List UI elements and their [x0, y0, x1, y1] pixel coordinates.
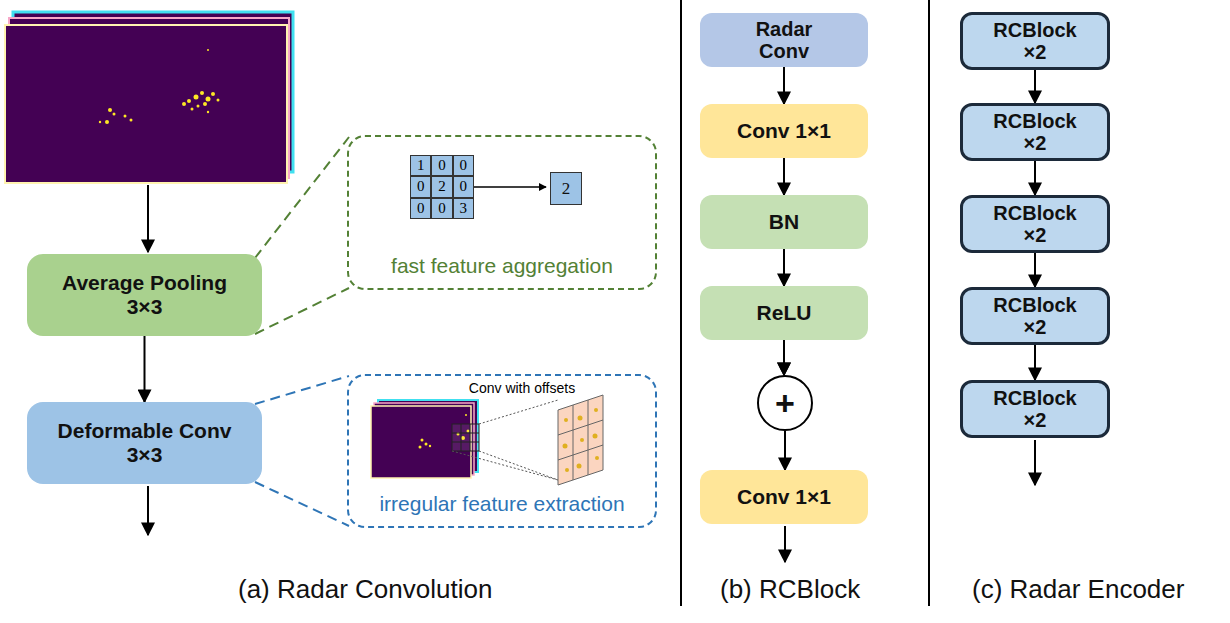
callout-box: fast feature aggregation 2	[347, 135, 657, 290]
matrix-cell: 0	[431, 198, 452, 219]
callout-note: Conv with offsets	[389, 380, 655, 396]
leader-line	[255, 137, 349, 526]
rcblock-box: RCBlock ×2	[960, 195, 1110, 253]
panel-caption: (c) Radar Encoder	[972, 574, 1184, 605]
flow-arrow	[147, 486, 149, 535]
box-label: BN	[769, 210, 799, 234]
matrix-cell: 0	[431, 155, 452, 176]
box-label: 2	[562, 179, 571, 198]
box-label: RCBlock ×2	[988, 202, 1083, 247]
box-label: RCBlock ×2	[988, 110, 1083, 155]
flow-arrow	[784, 526, 786, 562]
flow-arrow	[1034, 345, 1036, 380]
box-label: Radar Conv	[734, 18, 834, 63]
callout-caption: fast feature aggregation	[349, 254, 655, 278]
rcblock-box: RCBlock ×2	[960, 380, 1110, 438]
conv-box: Conv 1×1	[700, 470, 868, 524]
matrix-cell: 0	[410, 198, 431, 219]
matrix-cell: 2	[431, 176, 452, 197]
matrix-cell: 1	[410, 155, 431, 176]
box-label: RCBlock ×2	[988, 19, 1083, 64]
panel-caption: (b) RCBlock	[720, 574, 860, 605]
matrix-cell: 0	[453, 176, 474, 197]
matrix-cell: 0	[453, 155, 474, 176]
bn-box: BN	[700, 195, 868, 249]
pooling-box: Average Pooling 3×3	[27, 254, 262, 336]
box-label: RCBlock ×2	[988, 294, 1083, 339]
relu-box: ReLU	[700, 286, 868, 340]
radar-feature-map	[5, 12, 293, 183]
flow-arrow	[144, 336, 146, 402]
pool-arrow	[474, 186, 546, 188]
callout-caption: irregular feature extraction	[349, 492, 655, 516]
flow-arrow	[784, 431, 786, 470]
matrix-cell: 0	[410, 176, 431, 197]
output-cell: 2	[550, 172, 582, 205]
rcblock-box: RCBlock ×2	[960, 287, 1110, 345]
conv-box: Conv 1×1	[700, 104, 868, 158]
callout-box: Conv with offsets irregular feature extra…	[347, 374, 657, 528]
divider	[680, 0, 682, 606]
deformable-box: Deformable Conv 3×3	[27, 402, 262, 484]
rcblock-box: RCBlock ×2	[960, 12, 1110, 70]
box-label: +	[775, 384, 795, 422]
divider	[928, 0, 930, 606]
box-label: RCBlock ×2	[988, 387, 1083, 432]
rcblock-box: RCBlock ×2	[960, 103, 1110, 161]
matrix-cell: 3	[453, 198, 474, 219]
box-label: Conv 1×1	[737, 485, 831, 509]
flow-arrow	[1034, 253, 1036, 287]
flow-arrow	[1034, 161, 1036, 195]
flow-arrow	[147, 185, 149, 252]
box-label: Average Pooling 3×3	[45, 271, 245, 318]
box-label: Deformable Conv 3×3	[45, 419, 245, 466]
radar-conv-box: Radar Conv	[700, 13, 868, 67]
deformable-illustration	[371, 395, 603, 485]
flow-arrow	[1034, 440, 1036, 485]
panel-caption: (a) Radar Convolution	[238, 574, 492, 605]
box-label: ReLU	[757, 301, 812, 325]
sum-circle: +	[757, 375, 813, 431]
flow-arrow	[1034, 70, 1036, 103]
box-label: Conv 1×1	[737, 119, 831, 143]
